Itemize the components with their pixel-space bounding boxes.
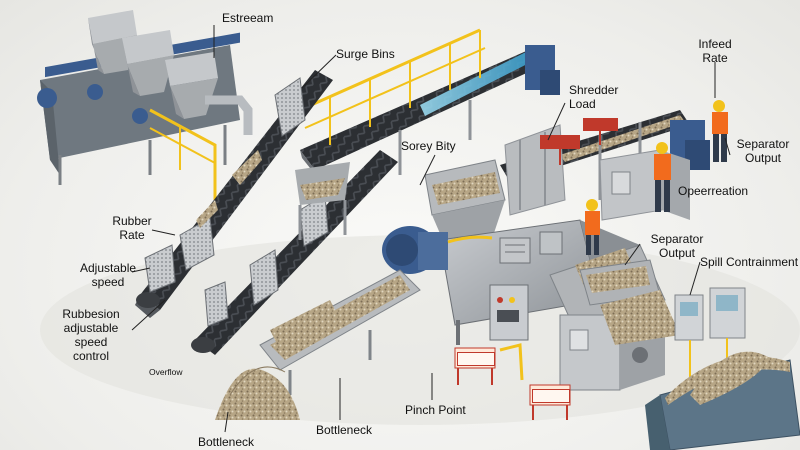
label-pinch-point: Pinch Point: [405, 403, 466, 417]
label-surge-bins: Surge Bins: [336, 47, 395, 61]
overflow-pile: [215, 366, 300, 420]
label-bottleneck-left: Bottleneck: [198, 435, 255, 449]
label-sorey-bity: Sorey Bity: [401, 139, 456, 153]
warning-sign-1: [457, 352, 495, 366]
label-opeerreation: Opeerreation: [678, 184, 749, 198]
lower-right-separator: [559, 290, 680, 391]
worker-3: [585, 199, 600, 255]
label-bottleneck-mid: Bottleneck: [316, 423, 373, 437]
intermediate-hopper: [295, 162, 350, 240]
spill-containment-dumpster: [645, 351, 800, 450]
warning-placards: [540, 118, 618, 165]
lower-trough-conveyor: [259, 269, 421, 395]
separator-right: [599, 149, 690, 221]
label-estream: Estreeam: [222, 11, 274, 25]
platform-railing: [149, 108, 217, 200]
label-overflow: Overflow: [149, 367, 183, 377]
surge-bins-hoppers: [37, 10, 240, 185]
control-cabinets: [674, 287, 746, 380]
duct-pipe: [205, 95, 253, 135]
warning-sign-2: [532, 389, 570, 403]
leader-lines: [131, 25, 731, 433]
left-steep-conveyor: [135, 70, 333, 318]
middle-steep-conveyor: [191, 150, 398, 355]
worker-2: [654, 142, 671, 212]
label-spill-containment: Spill Contrainment: [700, 255, 799, 269]
worker-1: [712, 100, 728, 162]
